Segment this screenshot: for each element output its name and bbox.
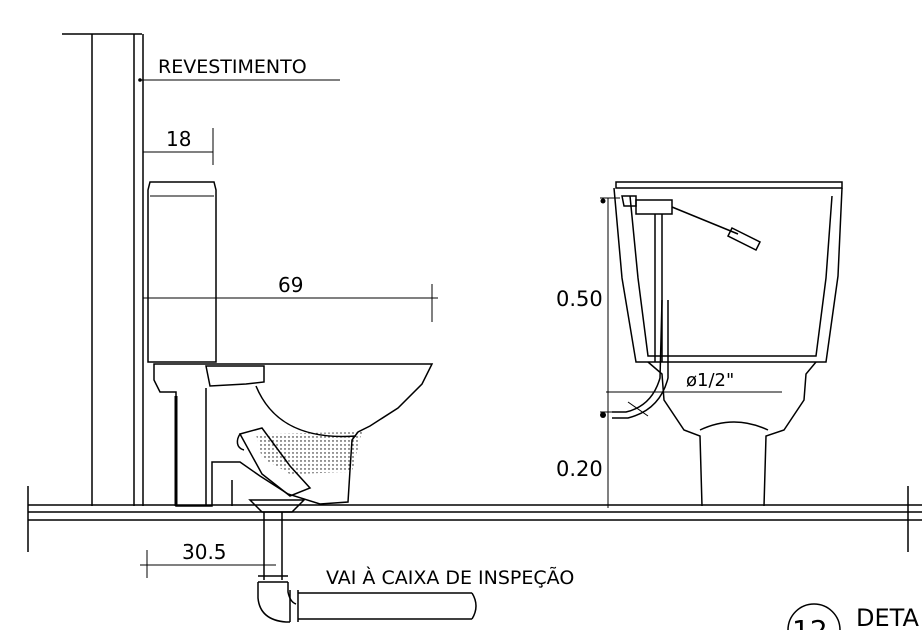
dimension-0-20-label: 0.20	[556, 457, 603, 481]
dimension-69-label: 69	[278, 273, 303, 297]
diameter-label: ø1/2"	[686, 370, 734, 391]
drain-note: VAI À CAIXA DE INSPEÇÃO	[326, 566, 574, 589]
supply-hose	[600, 299, 669, 419]
dimension-69: 69	[143, 273, 438, 322]
dimension-0-50-label: 0.50	[556, 287, 603, 311]
front-tank	[613, 181, 843, 363]
detail-tag: 12 DETA	[787, 603, 919, 630]
wall	[62, 33, 144, 506]
floor-slab	[27, 486, 922, 552]
height-dimensions: 0.50 0.20	[556, 197, 620, 508]
drain-pipe	[248, 499, 477, 623]
diameter-callout: ø1/2"	[606, 370, 782, 417]
revestimento-label: REVESTIMENTO	[158, 56, 307, 78]
dimension-30-5-label: 30.5	[182, 540, 227, 564]
detail-title: DETA	[856, 604, 919, 630]
detail-number: 12	[792, 614, 828, 630]
dimension-30-5: 30.5	[140, 540, 276, 578]
side-bowl	[153, 363, 434, 507]
side-tank	[147, 181, 217, 363]
dimension-18: 18	[143, 127, 214, 165]
dimension-18-label: 18	[166, 127, 191, 151]
revestimento-callout: REVESTIMENTO	[138, 56, 340, 82]
